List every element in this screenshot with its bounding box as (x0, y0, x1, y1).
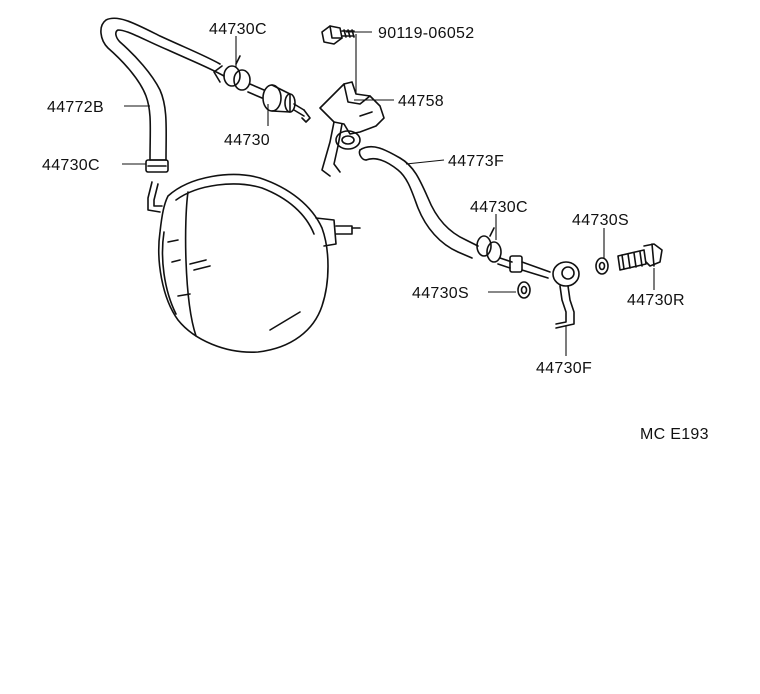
label-check-valve: 44730 (224, 132, 270, 149)
figure-code: MC E193 (640, 426, 709, 443)
label-hose-right: 44773F (448, 153, 504, 170)
check-valve-44730 (247, 83, 311, 123)
union-bolt-44730r (617, 243, 663, 271)
leader-lines (122, 31, 655, 356)
hose-44773f (358, 145, 479, 259)
label-hose-left: 44772B (47, 99, 104, 116)
vacuum-pipe (497, 255, 551, 279)
label-bracket: 44758 (398, 93, 444, 110)
booster-nipple (147, 181, 163, 213)
washer-lower-44730s (517, 281, 531, 299)
label-union-bolt: 44730R (627, 292, 685, 309)
part-labels: 44730C 90119-06052 44772B 44758 44730 44… (42, 21, 709, 443)
label-washer-lower: 44730S (412, 285, 469, 302)
label-clip-left: 44730C (42, 157, 100, 174)
label-bolt-top: 90119-06052 (378, 25, 474, 42)
hose-44772b (100, 17, 225, 161)
bolt-90119-06052 (321, 25, 355, 45)
clip-right-44730c (476, 227, 502, 263)
label-clip-top: 44730C (209, 21, 267, 38)
clip-left-44730c (145, 159, 169, 173)
bracket-44758 (319, 81, 385, 177)
label-pipe-union: 44730F (536, 360, 592, 377)
union-44730f (552, 261, 580, 329)
label-washer-upper: 44730S (572, 212, 629, 229)
brake-booster (158, 173, 361, 353)
label-clip-right: 44730C (470, 199, 528, 216)
washer-upper-44730s (595, 257, 609, 275)
clip-top-44730c (213, 55, 251, 91)
